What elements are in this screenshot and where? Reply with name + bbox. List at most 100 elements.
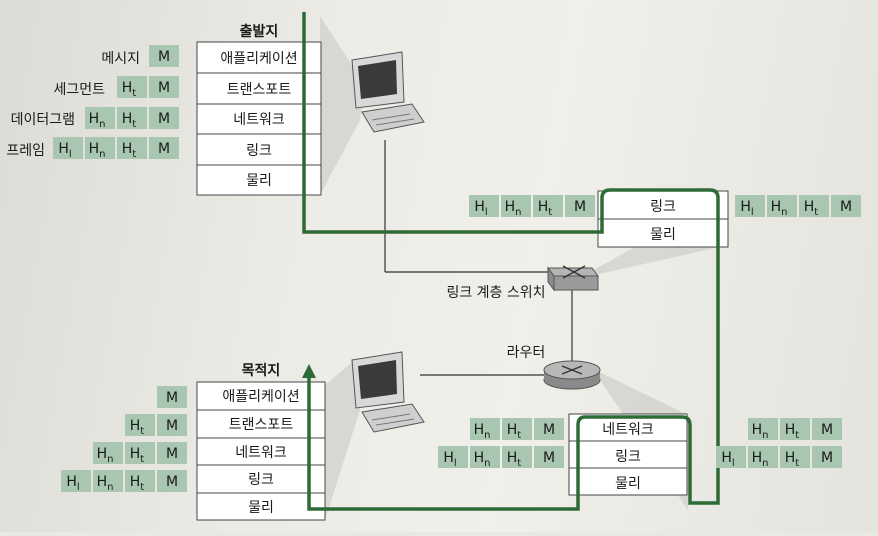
header-cell [812, 418, 842, 440]
header-cell [533, 195, 563, 217]
row-label-segment: 세그먼트 [53, 82, 105, 98]
switch-layer-physical: 물리 [650, 227, 676, 243]
header-cell [469, 195, 499, 217]
header-cell [501, 195, 531, 217]
message-text: M [166, 446, 178, 462]
header-cell [149, 137, 179, 159]
switch-label: 링크 계층 스위치 [446, 285, 545, 301]
message-text: M [543, 450, 555, 466]
header-cell [438, 446, 468, 468]
message-text: M [840, 199, 852, 215]
header-cell [716, 446, 746, 468]
header-cell [61, 470, 91, 492]
switch-layer-link: 링크 [650, 199, 676, 215]
header-cell [93, 442, 123, 464]
router-stack: 네트워크 링크 물리 [568, 413, 688, 496]
header-hl-text: Hl [58, 141, 71, 160]
source-layer-link: 링크 [246, 143, 272, 159]
message-text: M [821, 422, 833, 438]
message-text: M [166, 474, 178, 490]
path-source-to-switch [302, 12, 720, 245]
header-cell [470, 418, 500, 440]
computer-icon [351, 351, 425, 433]
message-text: M [158, 141, 170, 157]
header-cell [125, 442, 155, 464]
message-text: M [158, 111, 170, 127]
source-title: 출발지 [240, 23, 279, 40]
source-projection [320, 16, 365, 195]
header-cell [780, 446, 810, 468]
message-text: M [574, 199, 586, 215]
header-cell [125, 414, 155, 436]
header-cell [157, 470, 187, 492]
header-hl-text: Hl [740, 199, 753, 218]
message-text: M [158, 49, 170, 65]
dest-message-row: M [157, 386, 187, 408]
header-cell [85, 137, 115, 159]
header-cell [748, 418, 778, 440]
header-cell [125, 470, 155, 492]
dest-layer-link: 링크 [248, 472, 274, 488]
header-cell [470, 446, 500, 468]
header-cell [767, 195, 797, 217]
router-layer-link: 링크 [615, 449, 641, 465]
source-layer-transport: 트랜스포트 [227, 82, 292, 98]
header-cell [85, 107, 115, 129]
header-cell [149, 45, 179, 67]
message-text: M [821, 450, 833, 466]
header-cell [565, 195, 595, 217]
source-message-row: M [149, 45, 179, 67]
router-icon [543, 360, 601, 390]
header-cell [502, 418, 532, 440]
router-label: 라우터 [507, 345, 546, 361]
header-cell [502, 446, 532, 468]
header-cell [831, 195, 861, 217]
header-cell [799, 195, 829, 217]
destination-stack: 애플리케이션 트랜스포트 네트워크 링크 물리 [196, 381, 326, 521]
message-text: M [158, 80, 170, 96]
row-label-datagram: 데이터그램 [11, 112, 75, 128]
header-cell [534, 446, 564, 468]
header-cell [53, 137, 83, 159]
source-stack: 애플리케이션 트랜스포트 네트워크 링크 물리 [196, 41, 322, 196]
header-cell [157, 414, 187, 436]
router-layer-physical: 물리 [615, 476, 641, 492]
header-cell [780, 418, 810, 440]
header-cell [812, 446, 842, 468]
dest-layer-transport: 트랜스포트 [229, 417, 294, 433]
router-layer-network: 네트워크 [602, 422, 654, 438]
dest-projection [325, 360, 360, 520]
switch-stack: 링크 물리 [597, 190, 729, 248]
switch-icon [547, 265, 599, 292]
header-cell [93, 470, 123, 492]
header-cell [117, 137, 147, 159]
dest-layer-physical: 물리 [248, 500, 274, 516]
source-layer-application: 애플리케이션 [220, 51, 297, 67]
source-layer-physical: 물리 [246, 173, 272, 189]
destination-title: 목적지 [242, 362, 281, 379]
message-text: M [543, 422, 555, 438]
header-cell [157, 442, 187, 464]
header-cell [117, 107, 147, 129]
header-cell [157, 386, 187, 408]
header-cell [735, 195, 765, 217]
path-switch-to-destination [307, 245, 720, 511]
header-hl-text: Hl [66, 474, 79, 493]
header-cell [117, 76, 147, 98]
message-text: M [166, 418, 178, 434]
header-hl-text: Hl [721, 450, 734, 469]
row-label-frame: 프레임 [6, 143, 45, 159]
